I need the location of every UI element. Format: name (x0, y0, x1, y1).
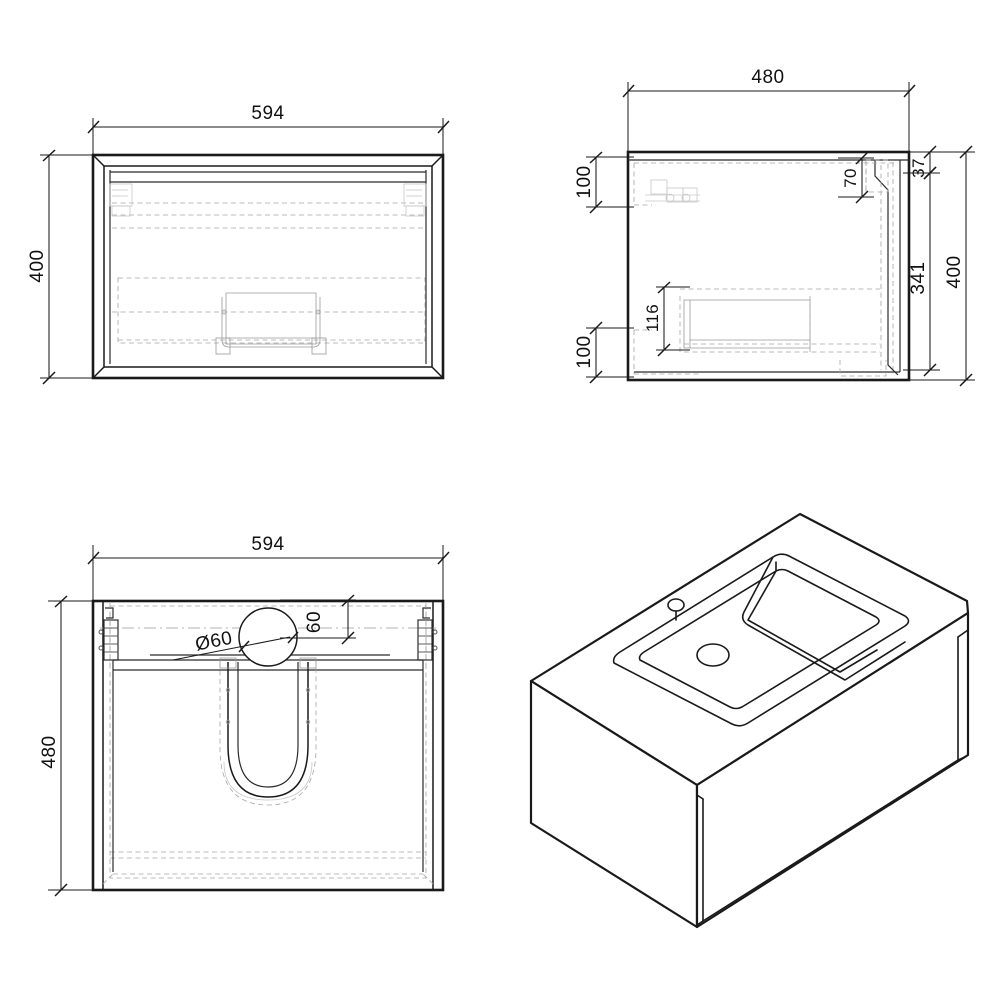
front-cabinet-body (91, 153, 445, 380)
front-runner-bracket-right (403, 183, 427, 217)
side-section-view (586, 82, 975, 387)
side-front-panel-detail (865, 159, 899, 376)
dim-480-side (622, 82, 916, 152)
front-runner-bracket-left (109, 183, 133, 217)
dim-label-594-plan: 594 (251, 534, 284, 555)
dim-400-front (40, 149, 100, 385)
dim-label-480-plan: 480 (39, 735, 60, 768)
dim-60-vertical (280, 594, 356, 645)
dim-594-plan (87, 545, 450, 600)
dim-100-upper (586, 151, 634, 214)
dim-100-lower (586, 321, 634, 384)
dim-label-116: 116 (643, 304, 662, 332)
side-internal-geometry (633, 162, 898, 377)
dim-480-plan (48, 595, 100, 897)
iso-drain-hole (696, 643, 730, 667)
dim-label-60: 60 (304, 611, 325, 633)
dim-label-37: 37 (909, 158, 928, 178)
drain-hole (238, 607, 298, 667)
iso-basin-slope-edge (741, 556, 906, 681)
dim-label-400-side: 400 (944, 255, 965, 288)
iso-right-face (695, 611, 970, 929)
dim-400-side (903, 145, 975, 387)
iso-basin-slope (747, 561, 878, 673)
isometric-view (529, 512, 970, 929)
dim-label-480-side: 480 (751, 67, 784, 88)
dim-label-100-upper: 100 (574, 165, 595, 198)
dim-116 (656, 281, 690, 357)
dim-label-341: 341 (908, 261, 929, 294)
drawer-slide-left (98, 603, 119, 665)
siphon-trap (219, 657, 317, 806)
top-plan-view (48, 545, 450, 897)
iso-drawer-front (696, 629, 969, 926)
dim-label-70: 70 (841, 168, 860, 188)
faucet-hardware-detail (645, 179, 700, 203)
front-view (40, 118, 450, 385)
iso-basin-rim (612, 553, 910, 727)
dim-label-100-lower: 100 (574, 335, 595, 368)
side-drawer-box (679, 288, 880, 353)
dim-label-594-front: 594 (251, 103, 284, 124)
iso-basin-bowl (638, 568, 880, 710)
side-cabinet-body (626, 150, 911, 382)
drawer-slide-right (417, 603, 438, 665)
dim-label-400-front: 400 (27, 249, 48, 282)
front-trap-cutout (215, 292, 327, 355)
dim-70 (838, 151, 874, 204)
dim-341 (903, 166, 940, 377)
front-internal-geometry (109, 183, 427, 355)
